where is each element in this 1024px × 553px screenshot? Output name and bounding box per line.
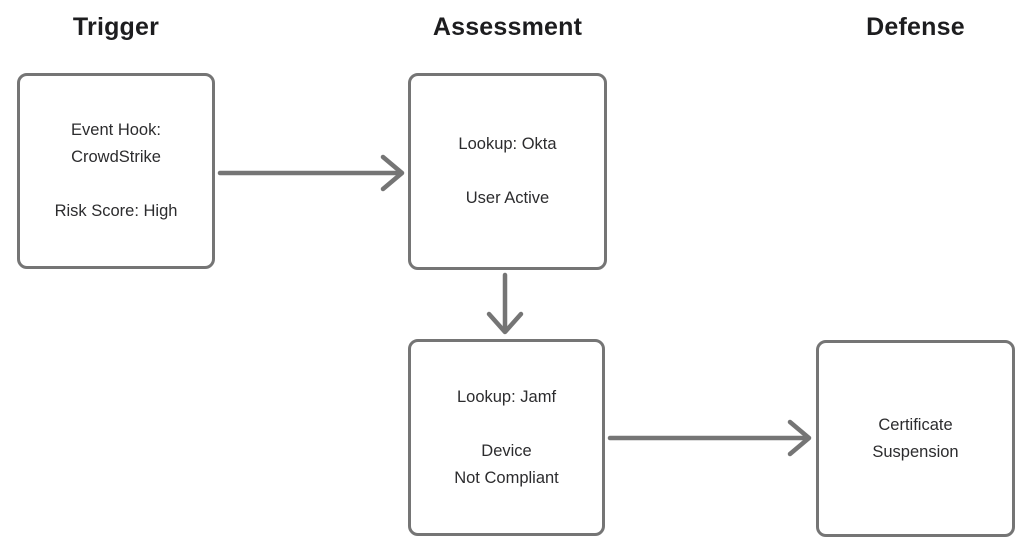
node-text-line: CrowdStrike	[71, 148, 161, 166]
node-text-line: Lookup: Jamf	[456, 387, 557, 406]
arrow-right-icon	[217, 154, 405, 192]
column-title-assessment: Assessment	[432, 13, 583, 41]
defense-node: Certificate Suspension	[816, 340, 1015, 537]
node-text-line: User Active	[465, 189, 550, 207]
node-text-line: Lookup: Okta	[458, 135, 557, 153]
arrow-right-icon	[607, 419, 812, 457]
arrow-down-icon	[486, 272, 524, 335]
column-title-defense: Defense	[866, 13, 965, 41]
node-text-line: Certificate	[878, 415, 953, 434]
jamf-node: Lookup: Jamf Device Not Compliant	[408, 339, 605, 536]
trigger-node: Event Hook: CrowdStrike Risk Score: High	[17, 73, 215, 269]
node-text-line: Event Hook:	[71, 121, 161, 139]
column-title-trigger: Trigger	[72, 13, 160, 41]
node-text-line: Not Compliant	[454, 468, 559, 487]
okta-node: Lookup: Okta User Active	[408, 73, 607, 270]
node-text-line: Risk Score: High	[54, 202, 178, 220]
node-text-line: Suspension	[872, 442, 959, 461]
node-text-line: Device	[481, 441, 532, 460]
